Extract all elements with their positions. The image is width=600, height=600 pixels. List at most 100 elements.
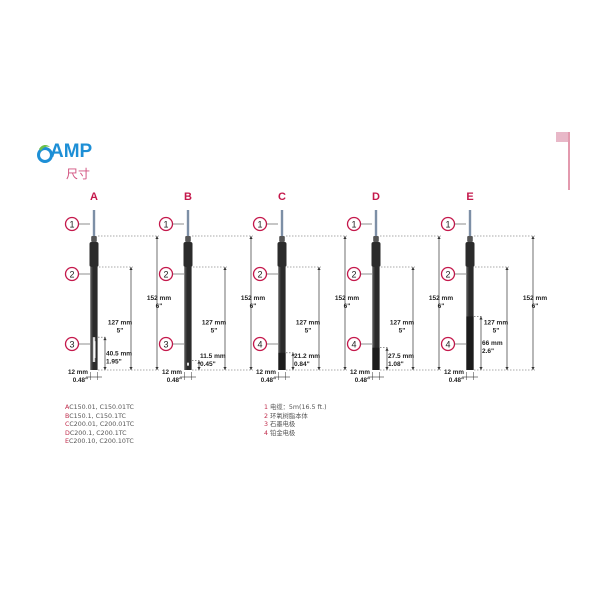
- total-length-dimension-arrowhead: [343, 236, 347, 239]
- cable-segment: [280, 210, 284, 240]
- total-length-dimension-arrowhead: [155, 367, 159, 370]
- body-length-inches: 5": [211, 328, 218, 335]
- total-length-dimension-arrowhead: [249, 367, 253, 370]
- tip-length-dimension-arrowhead: [291, 367, 295, 370]
- tip-length-dimension-arrowhead: [197, 360, 201, 364]
- legend-part-row: 4 铂金电极: [264, 429, 296, 437]
- diameter-inches: 0.48": [355, 377, 370, 384]
- legend-model-row: AC150.01, C150.01TC: [65, 404, 134, 411]
- total-length-dimension-arrowhead: [437, 236, 441, 239]
- cable-segment: [92, 210, 96, 240]
- probe-cap: [371, 242, 381, 267]
- cable-ferrule: [467, 236, 473, 242]
- body-length-label: 127 mm: [390, 320, 414, 327]
- tip-length-dimension-arrowhead: [385, 347, 389, 351]
- probe-letter: C: [278, 191, 286, 203]
- diameter-inches: 0.48": [449, 377, 464, 384]
- callout-number: 1: [163, 220, 168, 230]
- total-length-label: 152 mm: [523, 295, 547, 302]
- electrode-window: [466, 316, 474, 370]
- total-length-label: 152 mm: [429, 295, 453, 302]
- body-length-dimension-arrowhead: [411, 267, 415, 270]
- legend-model-row: EC200.10, C200.10TC: [65, 438, 134, 446]
- page-subtitle: 尺寸: [66, 167, 91, 181]
- total-length-dimension-arrowhead: [437, 367, 441, 370]
- tip-length-inches: 1.95": [106, 359, 122, 366]
- body-length-label: 127 mm: [296, 320, 320, 327]
- callout-number: 1: [351, 220, 356, 230]
- cable-ferrule: [279, 236, 285, 242]
- tip-length-label: 27.5 mm: [388, 353, 414, 360]
- body-length-inches: 5": [117, 328, 124, 335]
- callout-number: 4: [445, 340, 450, 350]
- electrode-window: [278, 352, 286, 370]
- body-length-dimension-arrowhead: [317, 267, 321, 270]
- diameter-inches: 0.48": [167, 377, 182, 384]
- legend-model-row: DC200.1, C200.1TC: [65, 429, 127, 437]
- total-length-dimension-arrowhead: [343, 367, 347, 370]
- callout-number: 1: [445, 220, 450, 230]
- probe-letter: B: [184, 191, 192, 203]
- body-length-label: 127 mm: [484, 320, 508, 327]
- electrode-window: [92, 337, 96, 362]
- tip-length-dimension-arrowhead: [291, 352, 295, 356]
- body-length-dimension-arrowhead: [505, 367, 509, 370]
- diameter-label: 12 mm: [256, 369, 276, 376]
- callout-number: 1: [257, 220, 262, 230]
- total-length-dimension-arrowhead: [155, 236, 159, 239]
- tip-length-inches: 0.84": [294, 361, 310, 368]
- probe-letter: E: [466, 191, 473, 203]
- total-length-label: 152 mm: [147, 295, 171, 302]
- amp-logo-icon: [37, 144, 53, 163]
- models-legend: AC150.01, C150.01TC BC150.1, C150.1TC CC…: [65, 404, 134, 447]
- tip-length-dimension-arrowhead: [385, 367, 389, 370]
- total-length-dimension-arrowhead: [249, 236, 253, 239]
- diameter-label: 12 mm: [350, 369, 370, 376]
- callout-number: 2: [163, 270, 168, 280]
- total-length-dimension-arrowhead: [531, 367, 535, 370]
- diameter-label: 12 mm: [444, 369, 464, 376]
- body-length-dimension-arrowhead: [223, 267, 227, 270]
- body-length-label: 127 mm: [108, 320, 132, 327]
- tip-length-label: 66 mm: [482, 340, 503, 347]
- legend-part-row: 2 环氧树脂本体: [264, 412, 308, 420]
- diameter-inches: 0.48": [73, 377, 88, 384]
- probe-letter: A: [90, 191, 98, 203]
- tip-length-inches: 2.6": [482, 348, 494, 355]
- tip-length-dimension-arrowhead: [197, 367, 201, 370]
- cable-segment: [186, 210, 190, 240]
- total-length-inches: 6": [438, 303, 445, 310]
- electrode-window-inner: [94, 341, 96, 358]
- legend-part-row: 3 石墨电极: [264, 421, 296, 429]
- tip-length-dimension-arrowhead: [479, 316, 483, 320]
- total-length-label: 152 mm: [241, 295, 265, 302]
- cable-ferrule: [185, 236, 191, 242]
- total-length-label: 152 mm: [335, 295, 359, 302]
- body-length-inches: 5": [399, 328, 406, 335]
- tip-length-inches: 0.45": [200, 361, 216, 368]
- tip-length-dimension-arrowhead: [103, 337, 107, 341]
- tip-length-dimension-arrowhead: [103, 367, 107, 370]
- callout-number: 1: [69, 220, 74, 230]
- callout-number: 2: [445, 270, 450, 280]
- callout-number: 4: [351, 340, 356, 350]
- callout-number: 3: [163, 340, 168, 350]
- probe-highlight: [184, 267, 187, 370]
- probe-body: [90, 267, 98, 370]
- total-length-inches: 6": [250, 303, 257, 310]
- callout-number: 3: [69, 340, 74, 350]
- body-length-label: 127 mm: [202, 320, 226, 327]
- probe-cap: [89, 242, 99, 267]
- parts-legend: 1 电缆：5m(16.5 ft.) 2 环氧树脂本体 3 石墨电极 4 铂金电极: [264, 404, 327, 438]
- probe-body: [278, 267, 286, 370]
- brand-name: AMP: [50, 141, 93, 162]
- total-length-inches: 6": [532, 303, 539, 310]
- total-length-inches: 6": [156, 303, 163, 310]
- body-length-dimension-arrowhead: [505, 267, 509, 270]
- legend-model-row: CC200.01, C200.01TC: [65, 421, 135, 429]
- total-length-dimension-arrowhead: [531, 236, 535, 239]
- callout-number: 2: [69, 270, 74, 280]
- probe-letter: D: [372, 191, 380, 203]
